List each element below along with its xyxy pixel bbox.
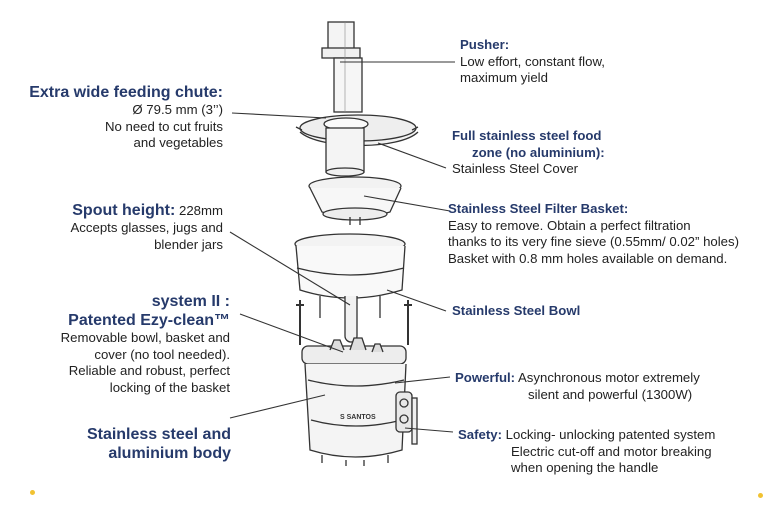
callout-food-zone: Full stainless steel food zone (no alumi…: [452, 128, 605, 178]
callout-title: Stainless steel and: [86, 426, 231, 443]
callout-title: system II :: [151, 293, 230, 310]
motor-base-part: [296, 300, 418, 466]
callout-spout-height: Spout height: 228mm Accepts glasses, jug…: [71, 201, 223, 253]
callout-text: blender jars: [154, 236, 223, 252]
callout-text: thanks to its very fine sieve (0.55mm/ 0…: [448, 234, 739, 249]
callout-text: Locking- unlocking patented system: [505, 427, 716, 442]
callout-title: Pusher:: [460, 37, 510, 52]
leader-safety: [404, 427, 454, 433]
callout-title: Stainless Steel Bowl: [452, 303, 581, 318]
callout-title: Safety:: [458, 427, 502, 442]
decorative-dot: [30, 490, 35, 495]
callout-text: Low effort, constant flow,: [460, 53, 605, 69]
leader-ezy-clean: [239, 313, 344, 353]
callout-text: Easy to remove. Obtain a perfect filtrat…: [448, 217, 691, 233]
brand-logo: S SANTOS: [340, 414, 376, 421]
callout-text: Removable bowl, basket and: [60, 330, 230, 345]
callout-body: Stainless steel and aluminium body: [87, 425, 231, 463]
leader-spout-height: [229, 231, 351, 306]
callout-filter-basket: Stainless Steel Filter Basket: Easy to r…: [448, 201, 739, 267]
callout-safety: Safety: Locking- unlocking patented syst…: [458, 427, 715, 477]
callout-text: Basket with 0.8 mm holes available on de…: [448, 250, 728, 266]
callout-title: aluminium body: [108, 445, 231, 462]
callout-text: Ø 79.5 mm (3’’): [132, 102, 223, 117]
callout-text: cover (no tool needed).: [94, 346, 230, 362]
callout-text: Stainless Steel Cover: [452, 161, 579, 176]
filter-basket-part: [308, 176, 402, 225]
callout-title: Patented Ezy-clean™: [68, 312, 230, 329]
callout-feeding-chute: Extra wide feeding chute: Ø 79.5 mm (3’’…: [29, 83, 223, 152]
pusher-part: [321, 21, 363, 113]
callout-text: locking of the basket: [109, 379, 230, 395]
leader-body: [229, 394, 326, 419]
callout-ezy-clean: system II : Patented Ezy-clean™ Removabl…: [61, 292, 230, 396]
leader-powerful: [394, 376, 451, 384]
callout-text: Reliable and robust, perfect: [68, 363, 230, 378]
callout-text: Asynchronous motor extremely: [518, 370, 700, 385]
callout-title: Full stainless steel food: [452, 128, 602, 143]
bowl-part: [294, 233, 406, 343]
callout-title: Spout height:: [72, 202, 176, 219]
decorative-dot: [758, 493, 763, 498]
callout-text: and vegetables: [133, 135, 223, 150]
leader-feeding-chute: [231, 112, 327, 119]
callout-pusher: Pusher: Low effort, constant flow, maxim…: [460, 37, 605, 87]
callout-title: Extra wide feeding chute:: [29, 84, 223, 101]
callout-title: Stainless Steel Filter Basket:: [448, 201, 629, 216]
leader-food-zone: [377, 142, 447, 169]
callout-text: maximum yield: [460, 70, 548, 85]
leader-bowl: [386, 289, 447, 312]
callout-text: Electric cut-off and motor breaking: [511, 443, 712, 459]
callout-text: when opening the handle: [511, 460, 659, 475]
callout-powerful: Powerful: Asynchronous motor extremely s…: [455, 370, 700, 403]
callout-title: Powerful:: [455, 370, 516, 385]
callout-text: Accepts glasses, jugs and: [70, 220, 223, 235]
callout-title: zone (no aluminium):: [472, 144, 605, 160]
cover-part: [295, 114, 419, 177]
callout-bowl: Stainless Steel Bowl: [452, 303, 580, 320]
callout-text: No need to cut fruits: [104, 118, 223, 134]
leader-filter-basket: [363, 195, 451, 212]
callout-text: silent and powerful (1300W): [528, 386, 693, 402]
spout-height-value: 228mm: [179, 203, 223, 218]
